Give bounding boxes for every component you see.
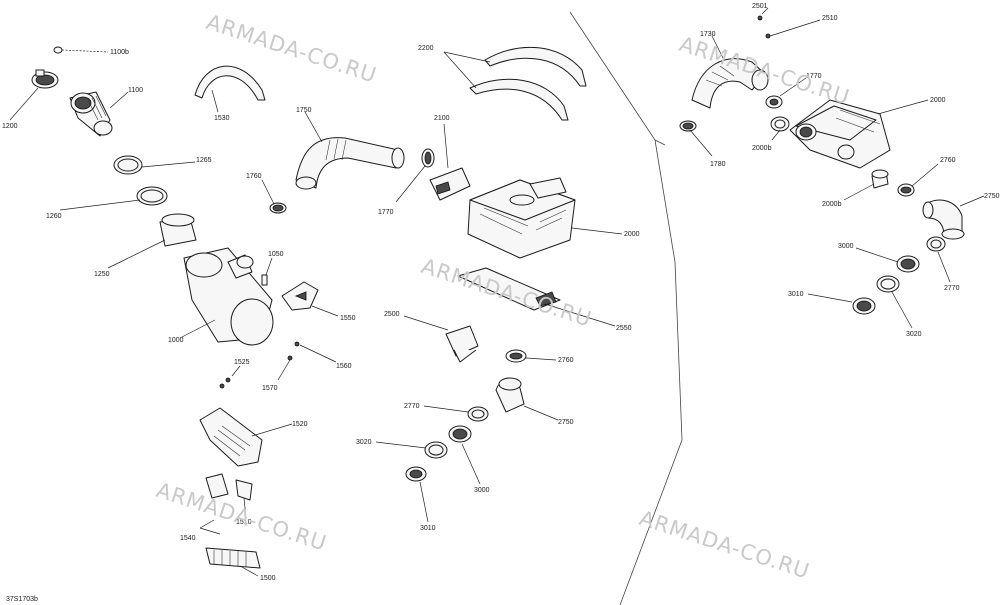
callout-2770a: 2770 bbox=[404, 403, 420, 410]
callout-1550: 1550 bbox=[340, 315, 356, 322]
callout-2550: 2550 bbox=[616, 325, 632, 332]
drawing-code: 37S1703b bbox=[6, 596, 38, 603]
part-2000-silencer bbox=[467, 177, 623, 259]
part-1000-muffler bbox=[179, 247, 274, 346]
part-2000b-tube bbox=[843, 169, 889, 201]
callout-1770a: 1770 bbox=[378, 209, 394, 216]
section-separators bbox=[569, 11, 683, 605]
callout-1100b: 1100b bbox=[110, 49, 129, 56]
part-2000b-ring bbox=[770, 116, 790, 141]
part-1265-ring bbox=[113, 155, 196, 175]
part-2750b-elbow bbox=[922, 195, 985, 240]
part-1100-adapter bbox=[69, 91, 129, 137]
part-3010-seal bbox=[405, 466, 429, 523]
part-2510-screw bbox=[765, 19, 821, 39]
part-1550-bracket bbox=[281, 281, 339, 317]
part-2500-bracket bbox=[403, 315, 479, 363]
callout-3020b: 3020 bbox=[906, 331, 922, 338]
part-2750-elbow bbox=[495, 377, 559, 421]
part-1730-hose bbox=[691, 35, 769, 109]
callout-2750b: 2750 bbox=[984, 193, 1000, 200]
callout-1760: 1760 bbox=[246, 173, 262, 180]
part-1760-clamp bbox=[261, 179, 287, 214]
part-1520-shield bbox=[199, 407, 293, 467]
part-2760-clamp bbox=[505, 349, 557, 363]
callout-1750: 1750 bbox=[296, 107, 312, 114]
callout-2760b: 2760 bbox=[940, 157, 956, 164]
callout-1265: 1265 bbox=[196, 157, 212, 164]
part-1780-clamp bbox=[679, 120, 713, 157]
part-2760b-clamp bbox=[897, 163, 939, 197]
part-2550-plate bbox=[457, 267, 616, 327]
callout-1520: 1520 bbox=[292, 421, 308, 428]
callout-2770b: 2770 bbox=[944, 285, 960, 292]
callout-2200: 2200 bbox=[418, 45, 434, 52]
callout-2501: 2501 bbox=[752, 3, 768, 10]
part-1750-hose bbox=[295, 111, 405, 190]
part-1200-clamp bbox=[9, 69, 59, 121]
callout-1530: 1530 bbox=[214, 115, 230, 122]
watermark-center: ARMADA-CO.RU bbox=[418, 254, 594, 332]
callout-labels: 1100b 1100 1200 1265 1260 1250 1530 1750… bbox=[2, 3, 1000, 582]
callout-2000a: 2000 bbox=[624, 231, 640, 238]
callout-3000a: 3000 bbox=[474, 487, 490, 494]
part-1500-guard bbox=[205, 547, 261, 577]
callout-2760a: 2760 bbox=[558, 357, 574, 364]
callout-1570: 1570 bbox=[262, 385, 278, 392]
part-1770-clamp bbox=[395, 148, 435, 203]
part-2200-straps bbox=[443, 46, 587, 121]
callout-2750a: 2750 bbox=[558, 419, 574, 426]
part-1510-clip bbox=[199, 473, 253, 535]
part-2000-right-silencer bbox=[789, 99, 929, 169]
callout-1050: 1050 bbox=[268, 251, 284, 258]
callout-1770b: 1770 bbox=[806, 73, 822, 80]
callout-1730: 1730 bbox=[700, 31, 716, 38]
part-2770b-ring bbox=[926, 236, 951, 283]
callout-1200: 1200 bbox=[2, 123, 18, 130]
callout-3010a: 3010 bbox=[420, 525, 436, 532]
part-1260-ring bbox=[59, 186, 168, 211]
callout-1780: 1780 bbox=[710, 161, 726, 168]
callout-2000b-right: 2000b bbox=[822, 201, 842, 208]
part-2770-ring bbox=[423, 405, 489, 422]
part-3000-flange bbox=[448, 425, 481, 485]
callout-3000b: 3000 bbox=[838, 243, 854, 250]
callout-1250: 1250 bbox=[94, 271, 110, 278]
callout-1260: 1260 bbox=[46, 213, 62, 220]
part-3000b-flange bbox=[855, 247, 920, 273]
callout-1525: 1525 bbox=[234, 359, 250, 366]
callout-2100: 2100 bbox=[434, 115, 450, 122]
callout-1100: 1100 bbox=[128, 87, 143, 94]
callout-2000b: 2000 bbox=[930, 97, 946, 104]
callout-1560: 1560 bbox=[336, 363, 352, 370]
part-1250-sleeve bbox=[107, 213, 197, 269]
part-1050-screw bbox=[261, 257, 273, 286]
part-2501-screw bbox=[757, 7, 769, 21]
part-3010b-seal bbox=[807, 293, 876, 315]
callout-3020a: 3020 bbox=[356, 439, 372, 446]
part-1530-strap bbox=[194, 65, 266, 113]
callout-1540: 1540 bbox=[180, 535, 196, 542]
callout-2000b-left: 2000b bbox=[752, 145, 772, 152]
callout-2510: 2510 bbox=[822, 15, 838, 22]
small-fasteners bbox=[219, 341, 337, 389]
callout-1000: 1000 bbox=[168, 337, 184, 344]
part-1770b-clamp bbox=[765, 77, 807, 109]
callout-2500: 2500 bbox=[384, 311, 400, 318]
part-2100-bracket bbox=[429, 123, 471, 201]
callout-3010b: 3010 bbox=[788, 291, 804, 298]
part-1100b-screw bbox=[53, 46, 109, 54]
watermark-bottom-right: ARMADA-CO.RU bbox=[636, 506, 812, 584]
callout-1500: 1500 bbox=[260, 575, 276, 582]
part-3020-gasket bbox=[375, 441, 448, 459]
part-3020b-gasket bbox=[876, 275, 913, 329]
callout-1510: 1510 bbox=[236, 519, 252, 526]
